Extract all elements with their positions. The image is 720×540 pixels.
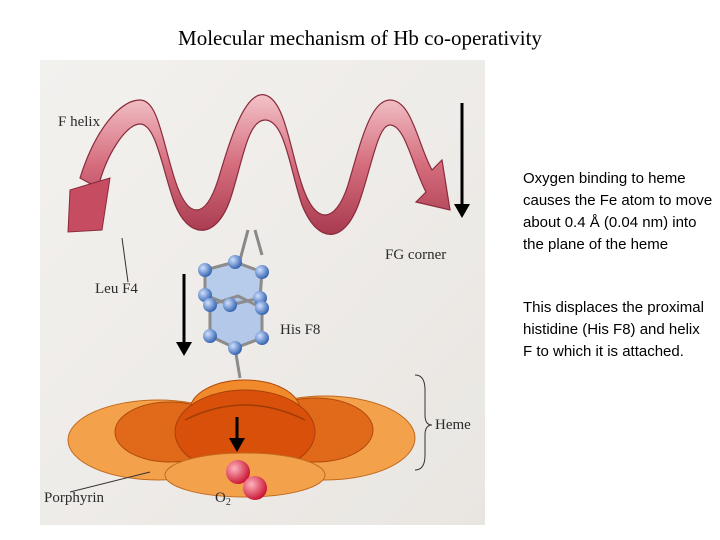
page-title: Molecular mechanism of Hb co-operativity (178, 26, 542, 50)
hemoglobin-illustration: F helix FG corner Leu F4 His F8 Heme Por… (40, 60, 485, 525)
o2-main-text: O (215, 490, 226, 506)
leu-f4-label: Leu F4 (95, 281, 138, 297)
o2-label: O2 (215, 490, 231, 508)
f-helix-ribbon (67, 94, 451, 235)
oxygen-molecule (226, 460, 267, 500)
heme-label: Heme (435, 417, 471, 433)
bond (238, 229, 250, 261)
heme-bracket (414, 374, 433, 471)
illustration-svg (40, 60, 485, 525)
his-ring-lower (210, 296, 262, 348)
bond (253, 229, 264, 256)
explanation-paragraph-1: Oxygen binding to heme causes the Fe ato… (523, 170, 713, 253)
f-helix-label: F helix (58, 114, 101, 130)
explanation-paragraph-2: This displaces the proximal histidine (H… (523, 299, 704, 360)
porphyrin-pointer (69, 471, 151, 493)
heme-porphyrin (67, 379, 416, 498)
o2-subscript: 2 (225, 497, 231, 508)
his-atoms (198, 255, 269, 355)
fg-corner-label: FG corner (385, 247, 447, 263)
his-ring-upper (205, 262, 262, 305)
porphyrin-label: Porphyrin (44, 490, 104, 506)
leu-f4-pointer (121, 237, 129, 283)
his-f8-label: His F8 (280, 322, 321, 338)
